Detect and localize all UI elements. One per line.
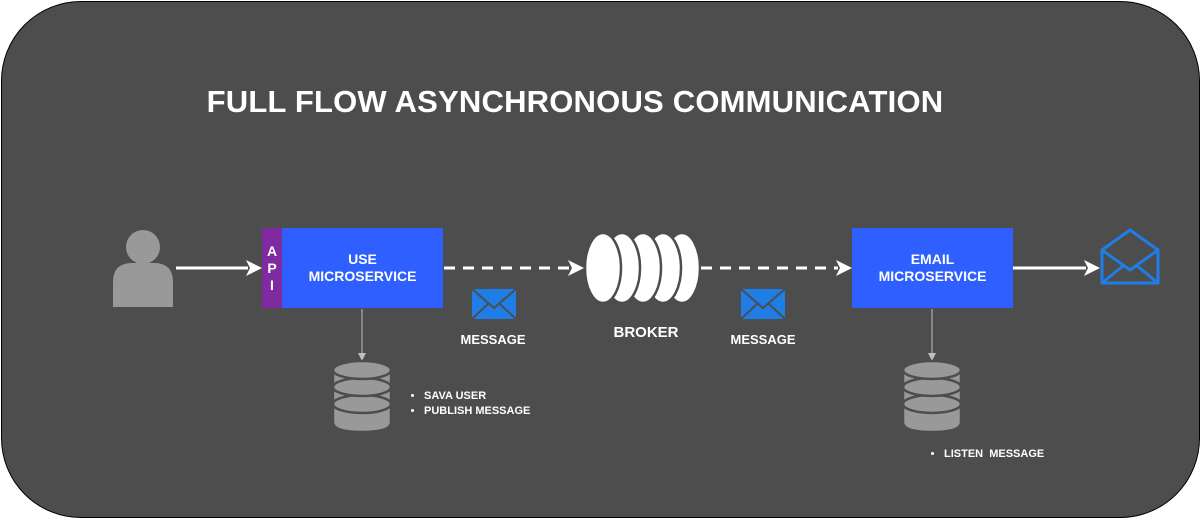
open-envelope-icon (1100, 228, 1160, 285)
broker-label: BROKER (613, 324, 679, 341)
arrow-user-to-api (176, 260, 262, 276)
diagram-title: FULL FLOW ASYNCHRONOUS COMMUNICATION (206, 84, 944, 119)
envelope-icon (471, 288, 517, 320)
api-letter: P (267, 259, 277, 276)
note-item: LISTEN MESSAGE (944, 447, 1044, 462)
api-letter: I (270, 276, 274, 293)
note-item: PUBLISH MESSAGE (424, 404, 530, 419)
use-microservice-box: USE MICROSERVICE (282, 228, 443, 308)
message-label-left: MESSAGE (460, 332, 526, 347)
database-icon (901, 359, 963, 434)
email-db-notes: LISTEN MESSAGE (928, 447, 1044, 462)
use-db-notes: SAVA USER PUBLISH MESSAGE (408, 389, 530, 419)
use-microservice-label-line2: MICROSERVICE (308, 268, 417, 284)
email-microservice-box: EMAIL MICROSERVICE (852, 228, 1013, 308)
arrow-broker-to-email (701, 260, 852, 276)
queue-icon (583, 231, 702, 305)
arrow-use-to-broker (444, 260, 584, 276)
api-gateway-bar: A P I (262, 228, 282, 308)
message-label-right: MESSAGE (730, 332, 796, 347)
api-letter: A (266, 242, 278, 259)
email-microservice-label-line2: MICROSERVICE (878, 268, 987, 284)
connector-email-to-db (928, 309, 936, 361)
arrow-email-to-inbox (1013, 260, 1100, 276)
email-microservice-label-line1: EMAIL (910, 251, 955, 267)
note-item: SAVA USER (424, 389, 530, 404)
database-icon (331, 359, 393, 434)
envelope-icon (740, 288, 786, 320)
use-microservice-label-line1: USE (348, 251, 377, 267)
user-icon (113, 230, 173, 307)
connector-use-to-db (358, 309, 366, 361)
